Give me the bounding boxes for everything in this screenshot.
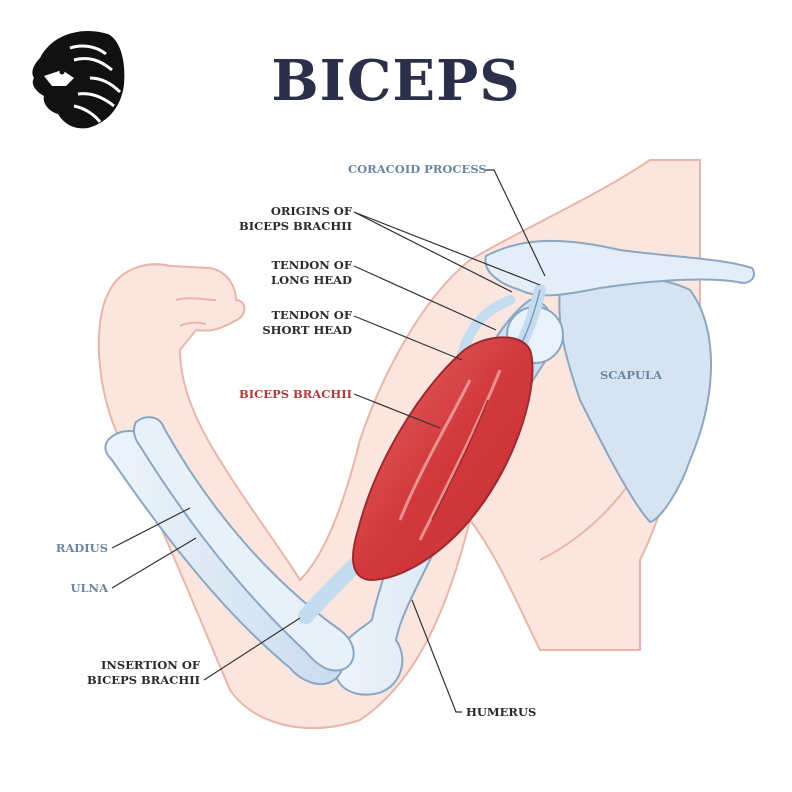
- label-humerus: HUMERUS: [466, 705, 537, 719]
- label-insertion-line1: INSERTION OF: [101, 658, 200, 672]
- label-scapula: SCAPULA: [600, 368, 663, 382]
- label-coracoid-process: CORACOID PROCESS: [348, 162, 487, 176]
- label-insertion: INSERTION OF BICEPS BRACHII: [60, 658, 200, 688]
- scapula-bone: [484, 239, 756, 524]
- radius-ulna-bones: [104, 416, 355, 686]
- label-insertion-line2: BICEPS BRACHII: [87, 673, 200, 687]
- label-ulna: ULNA: [70, 581, 108, 595]
- label-origins-line1: ORIGINS OF: [270, 204, 352, 218]
- label-biceps-brachii: BICEPS BRACHII: [239, 387, 352, 401]
- label-radius: RADIUS: [55, 541, 108, 555]
- label-origins: ORIGINS OF BICEPS BRACHII: [212, 204, 352, 234]
- label-long-head-line2: LONG HEAD: [271, 273, 352, 287]
- biceps-muscle: [352, 336, 534, 582]
- label-short-head-line1: TENDON OF: [271, 308, 352, 322]
- label-long-head-line1: TENDON OF: [271, 258, 352, 272]
- label-origins-line2: BICEPS BRACHII: [239, 219, 352, 233]
- label-tendon-short-head: TENDON OF SHORT HEAD: [212, 308, 352, 338]
- leader-lines: [111, 169, 546, 713]
- label-tendon-long-head: TENDON OF LONG HEAD: [212, 258, 352, 288]
- page-title: BICEPS: [271, 48, 521, 114]
- label-short-head-line2: SHORT HEAD: [262, 323, 352, 337]
- lion-head-icon: [32, 31, 125, 129]
